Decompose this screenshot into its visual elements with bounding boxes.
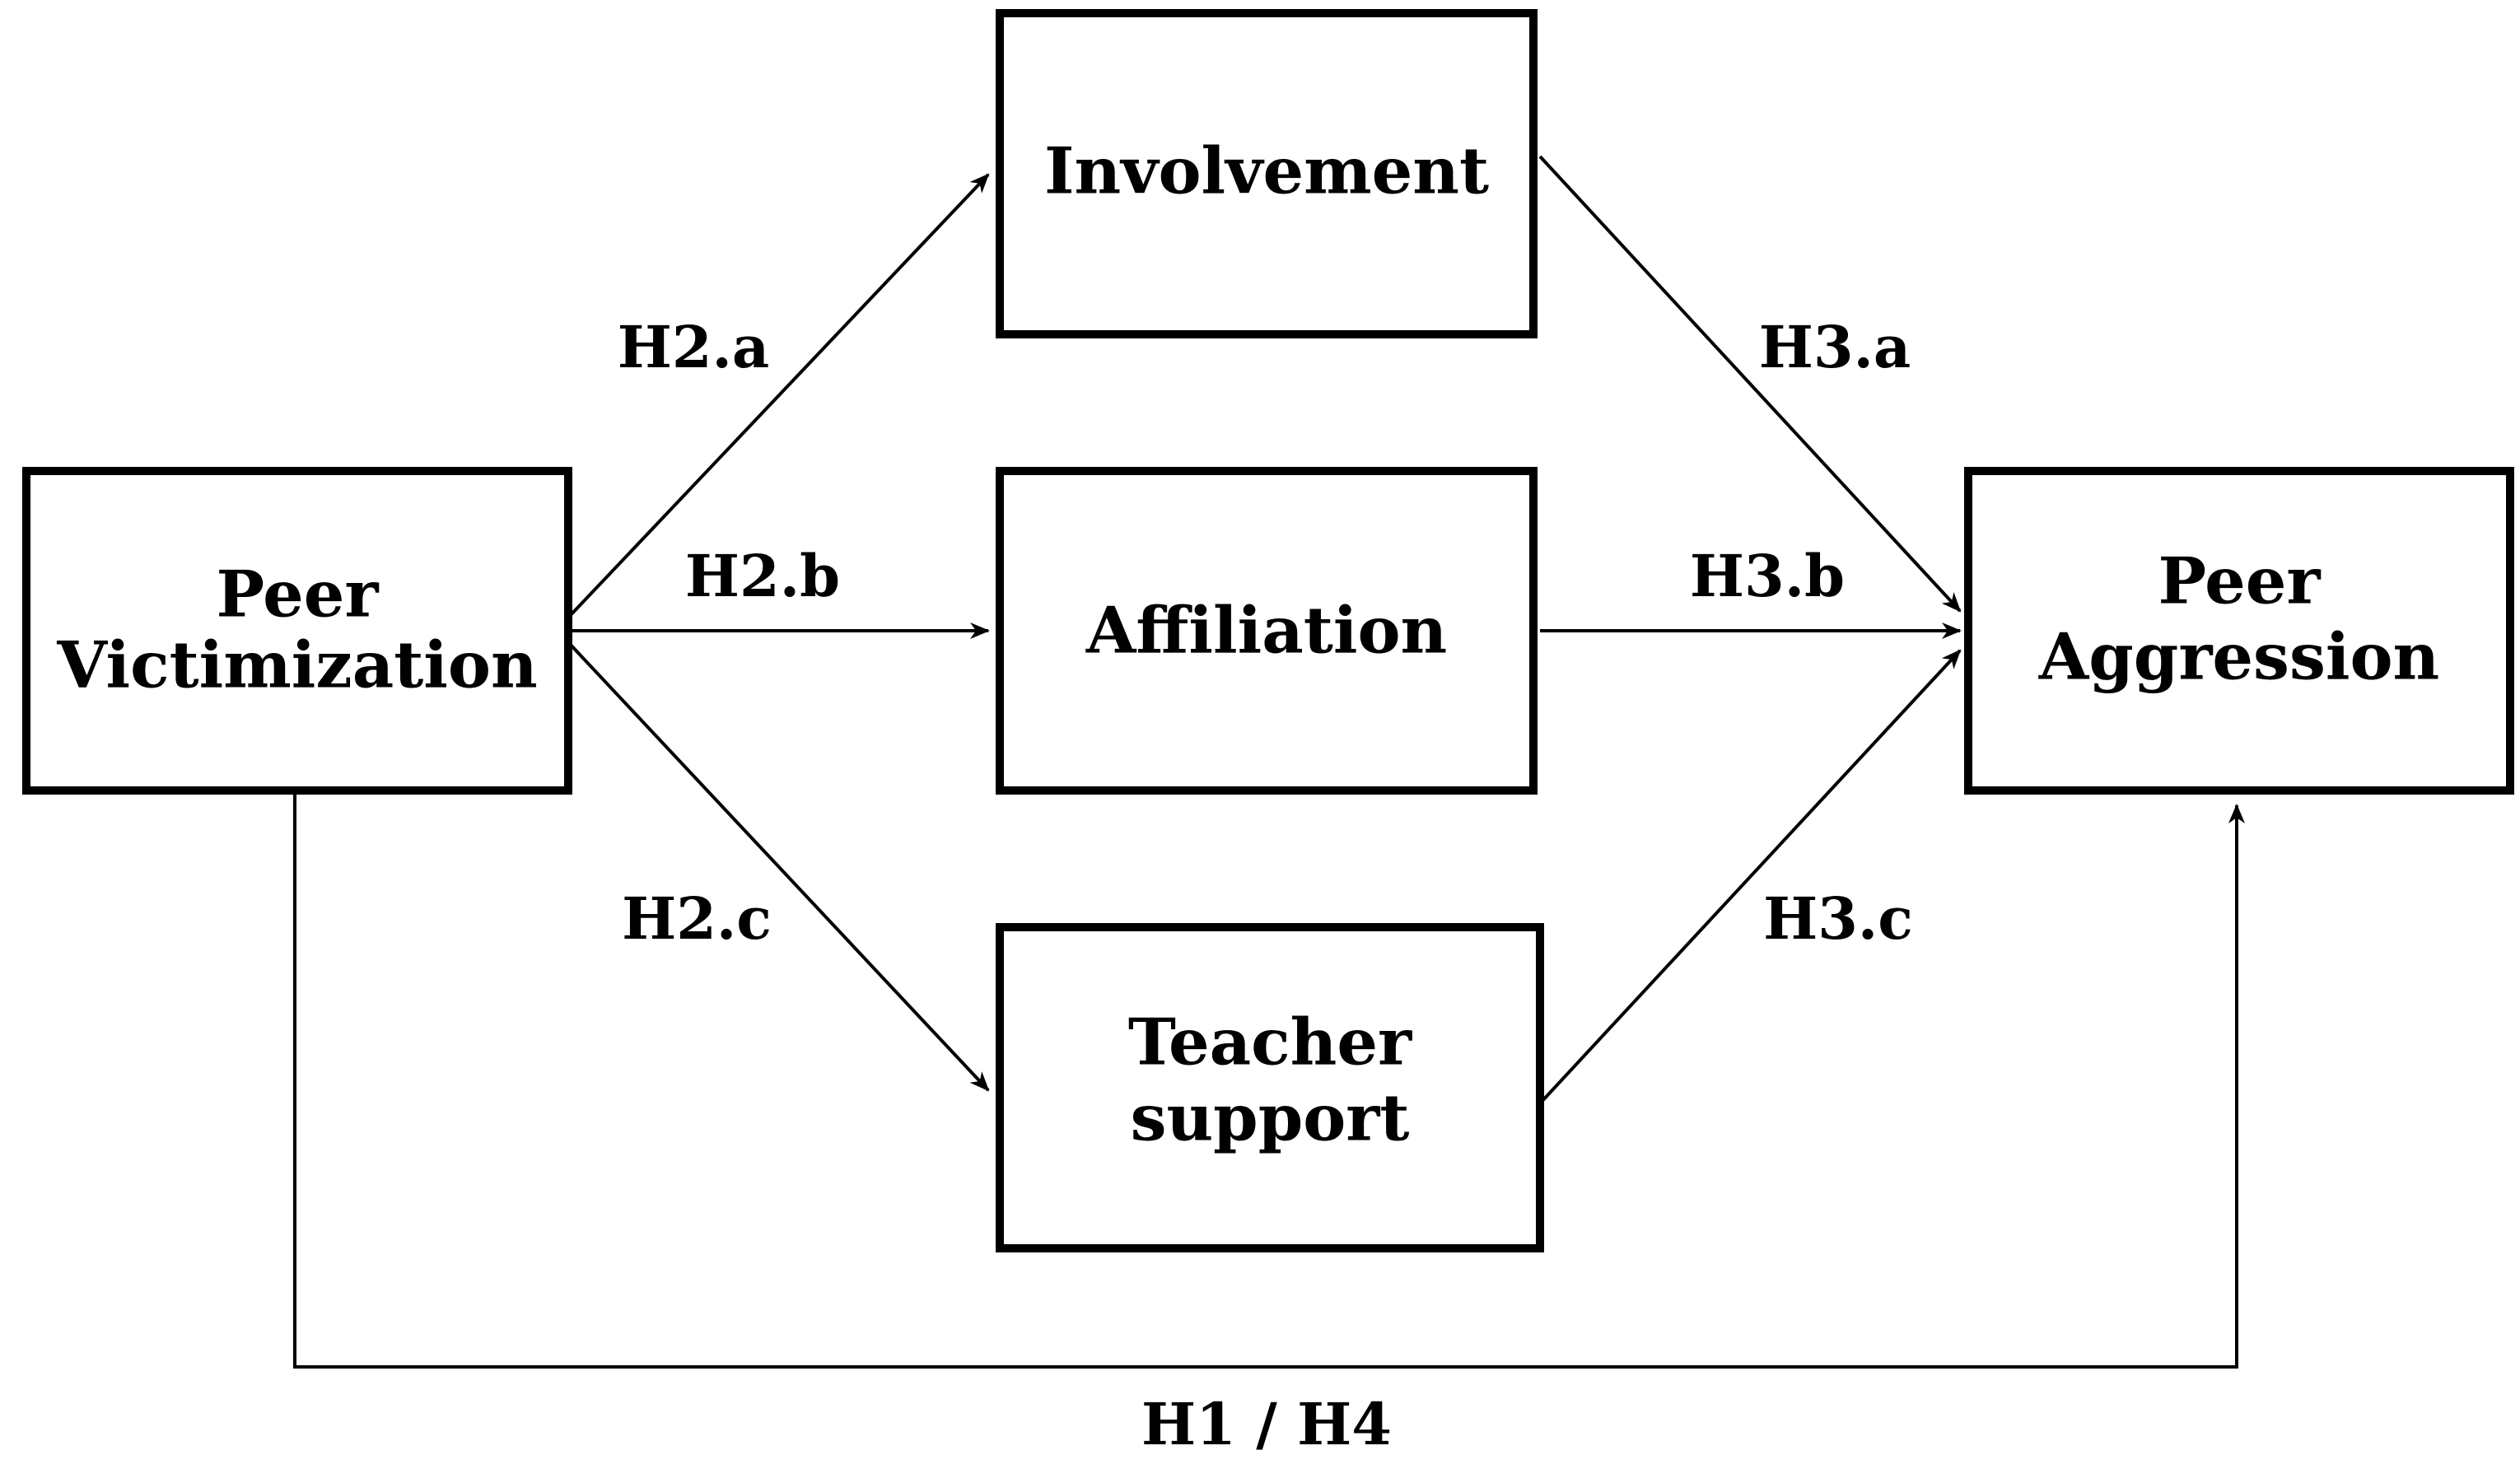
node-teacher-support: Teacher support <box>996 923 1544 1252</box>
edge-h2a-arrow <box>567 173 990 619</box>
edge-label-h2c: H2.c <box>622 884 772 953</box>
node-label-line2: Victimization <box>56 628 537 703</box>
node-affiliation: Affiliation <box>996 467 1538 795</box>
node-label: Involvement <box>1044 134 1489 209</box>
node-box <box>1964 467 2514 795</box>
edge-h1h4-arrow <box>293 792 2245 1369</box>
node-label: Affiliation <box>1085 594 1447 669</box>
edge-label-h2a: H2.a <box>618 313 770 381</box>
node-box <box>22 467 572 795</box>
edge-label-h3a: H3.a <box>1759 313 1911 381</box>
node-label-line2: support <box>1131 1081 1410 1156</box>
node-label-line1: Peer <box>217 557 380 632</box>
node-peer-victimization: Peer Victimization <box>22 467 572 795</box>
edge-h3a-arrow <box>1538 155 1962 613</box>
edge-label-h1h4: H1 / H4 <box>1141 1390 1392 1458</box>
node-box <box>996 923 1544 1252</box>
node-peer-aggression: Peer Aggression <box>1964 467 2514 795</box>
edge-label-h3b: H3.b <box>1690 542 1845 610</box>
edge-h3c-arrow <box>1538 649 1962 1105</box>
edge-h2c-arrow <box>567 641 990 1092</box>
node-box <box>996 467 1538 795</box>
node-label-line2: Aggression <box>2038 620 2440 695</box>
edge-label-h3c: H3.c <box>1763 884 1913 953</box>
node-box <box>996 9 1538 338</box>
node-involvement: Involvement <box>996 9 1538 338</box>
node-label-line1: Teacher <box>1128 1005 1412 1080</box>
node-label-line1: Peer <box>2158 544 2322 619</box>
edge-label-h2b: H2.b <box>685 542 840 610</box>
